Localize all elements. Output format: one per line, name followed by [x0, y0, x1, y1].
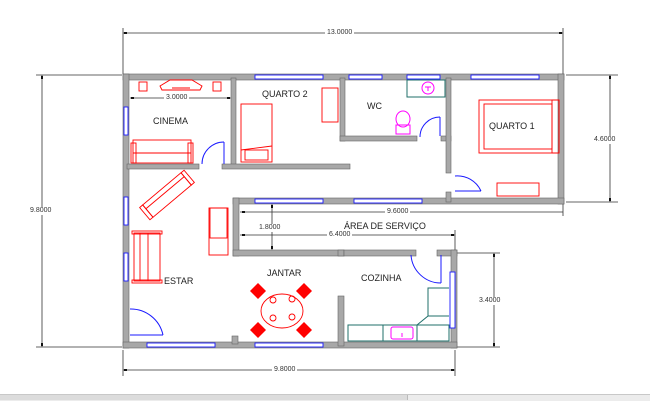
horizontal-scrollbar[interactable]: [0, 394, 650, 401]
dimension-service-width-long: 9.6000: [385, 208, 411, 216]
room-label-cozinha: COZINHA: [361, 273, 402, 283]
dimension-right-height-upper: 4.6000: [592, 136, 618, 144]
room-label-area-de-servico: ÁREA DE SERVIÇO: [344, 221, 426, 231]
dimension-right-height-lower: 3.4000: [477, 297, 503, 305]
room-label-estar: ESTAR: [164, 276, 194, 286]
dimension-service-width-short: 6.4000: [327, 231, 353, 239]
dimension-top-width: 13.0000: [325, 29, 355, 37]
sanitary-fixtures: [390, 81, 435, 340]
room-label-jantar: JANTAR: [267, 268, 302, 278]
counters: [347, 79, 450, 342]
dimension-ticks: [41, 32, 611, 371]
room-label-cinema: CINEMA: [153, 116, 189, 126]
room-label-quarto-2: QUARTO 2: [262, 89, 308, 99]
walls: [122, 73, 565, 349]
dimension-service-depth: 1.8000: [257, 224, 283, 232]
dimension-left-height: 9.8000: [28, 207, 54, 215]
furniture: [130, 79, 560, 329]
room-label-quarto-1: QUARTO 1: [489, 121, 535, 131]
room-label-wc: WC: [367, 101, 382, 111]
dimension-bottom-width: 9.8000: [272, 366, 298, 374]
doors: [129, 116, 482, 336]
dimension-cinema-width: 3.0000: [164, 94, 190, 102]
windows: [123, 74, 540, 348]
dining-chairs: [250, 283, 312, 338]
scrollbar-thumb[interactable]: [0, 395, 408, 400]
